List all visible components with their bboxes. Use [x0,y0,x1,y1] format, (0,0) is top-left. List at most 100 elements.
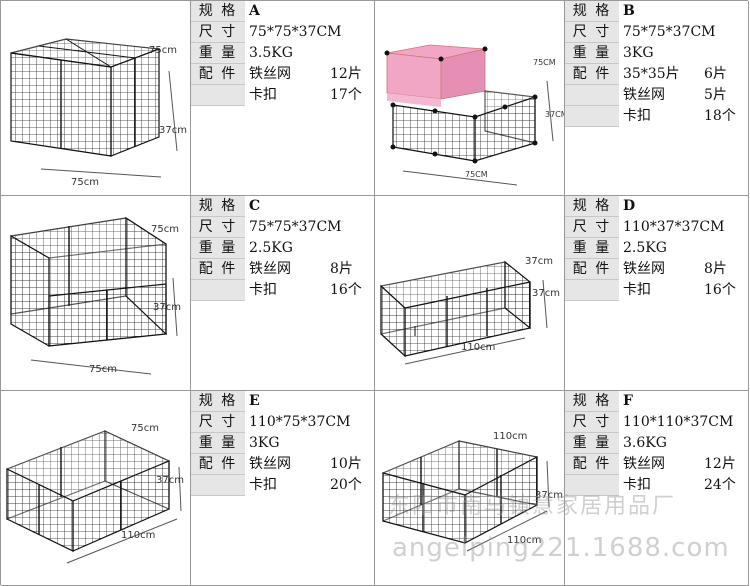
part-qty: 16个 [330,282,362,298]
model-size: 75*75*37CM [249,219,342,235]
part-name: 铁丝网 [623,261,665,277]
dim-side-b: 37CM [545,110,564,119]
label-size: 尺 寸 [565,412,619,433]
part-row: 卡扣 16个 [619,280,748,301]
label-size: 尺 寸 [191,22,245,43]
part-name: 卡扣 [623,477,651,493]
model-weight: 3.5KG [249,45,293,61]
part-row: 铁丝网 5片 [619,85,748,106]
label-size: 尺 寸 [191,412,245,433]
label-blank [191,85,245,106]
label-parts: 配 件 [565,64,619,85]
model-size: 110*110*37CM [623,414,734,430]
pen-drawing-a: 75cm 37cm 75cm [10,38,187,188]
label-blank [565,280,619,301]
label-parts: 配 件 [191,454,245,475]
model-code: D [623,198,636,214]
dim-top-f: 110cm [493,431,527,442]
pen-drawing-c: 75cm 37cm 75cm [9,216,181,375]
model-code: F [623,393,633,409]
label-size: 尺 寸 [191,217,245,238]
part-qty: 5片 [704,87,727,103]
label-blank [565,106,619,127]
part-row: 铁丝网 12片 [619,454,748,475]
part-name: 铁丝网 [623,87,665,103]
model-weight: 2.5KG [623,240,667,256]
dim-bottom-b: 75CM [465,170,488,179]
pen-illustration-c: 75cm 37cm 75cm [1,196,191,390]
part-name: 铁丝网 [249,456,291,472]
spec-card-a: 75cm 37cm 75cm 规 格 A 尺 寸 75*75*37CM 重 量 … [1,1,375,196]
pen-drawing-e: 75cm 37cm 110cm [5,423,184,564]
dim-top-e: 75cm [131,423,159,434]
part-name: 卡扣 [249,477,277,493]
part-qty: 10片 [330,456,362,472]
pen-illustration-a: 75cm 37cm 75cm [1,1,191,195]
spec-card-b: 75CM 37CM 75CM 规 格 B 尺 寸 75*75*37CM 重 量 … [375,1,749,196]
dim-top-b: 75CM [533,58,556,67]
label-weight: 重 量 [191,238,245,259]
dim-top-a: 75cm [149,45,177,56]
spec-card-e: 75cm 37cm 110cm 规 格 E 尺 寸 110*75*37CM 重 … [1,391,375,586]
spec-table-f: 规 格 F 尺 寸 110*110*37CM 重 量 3.6KG 配 件 铁丝网… [565,391,748,585]
part-qty: 20个 [330,477,362,493]
label-spec: 规 格 [191,391,245,412]
pen-illustration-d: 37cm 37cm 110cm [375,196,565,390]
label-spec: 规 格 [565,1,619,22]
pen-illustration-e: 75cm 37cm 110cm [1,391,191,585]
part-name: 卡扣 [623,108,651,124]
label-spec: 规 格 [191,196,245,217]
part-row: 卡扣 18个 [619,106,748,127]
model-code: E [249,393,260,409]
part-row: 铁丝网 10片 [245,454,374,475]
part-name: 铁丝网 [623,456,665,472]
model-size: 110*75*37CM [249,414,351,430]
dim-side-e: 37cm [156,475,184,486]
label-size: 尺 寸 [565,217,619,238]
dim-top-d: 37cm [525,256,553,267]
spec-card-d: 37cm 37cm 110cm 规 格 D 尺 寸 110*37*37CM 重 … [375,196,749,391]
label-weight: 重 量 [191,43,245,64]
label-size: 尺 寸 [565,22,619,43]
part-name: 卡扣 [249,87,277,103]
part-qty: 12片 [704,456,736,472]
part-row: 卡扣 17个 [245,85,374,106]
label-blank [191,280,245,301]
dim-side-d: 37cm [532,288,560,299]
model-size: 75*75*37CM [623,24,716,40]
pen-drawing-d: 37cm 37cm 110cm [379,256,560,365]
model-weight: 3KG [249,435,280,451]
model-code: C [249,198,261,214]
part-name: 卡扣 [623,282,651,298]
pen-illustration-b: 75CM 37CM 75CM [375,1,565,195]
part-qty: 12片 [330,66,362,82]
label-blank [191,475,245,496]
dim-bottom-f: 110cm [507,535,541,546]
part-qty: 24个 [704,477,736,493]
pen-drawing-b: 75CM 37CM 75CM [384,44,564,186]
spec-card-c: 75cm 37cm 75cm 规 格 C 尺 寸 75*75*37CM 重 量 … [1,196,375,391]
dim-bottom-e: 110cm [121,530,155,541]
part-qty: 16个 [704,282,736,298]
part-name: 铁丝网 [249,66,291,82]
part-qty: 18个 [704,108,736,124]
label-weight: 重 量 [565,43,619,64]
label-parts: 配 件 [565,259,619,280]
label-parts: 配 件 [565,454,619,475]
dim-side-a: 37cm [159,125,187,136]
model-code: B [623,3,635,19]
label-weight: 重 量 [565,238,619,259]
label-blank [565,475,619,496]
label-weight: 重 量 [565,433,619,454]
dim-top-c: 75cm [151,224,179,235]
part-qty: 17个 [330,87,362,103]
label-parts: 配 件 [191,259,245,280]
pen-illustration-f: 110cm 37cm 110cm [375,391,565,585]
